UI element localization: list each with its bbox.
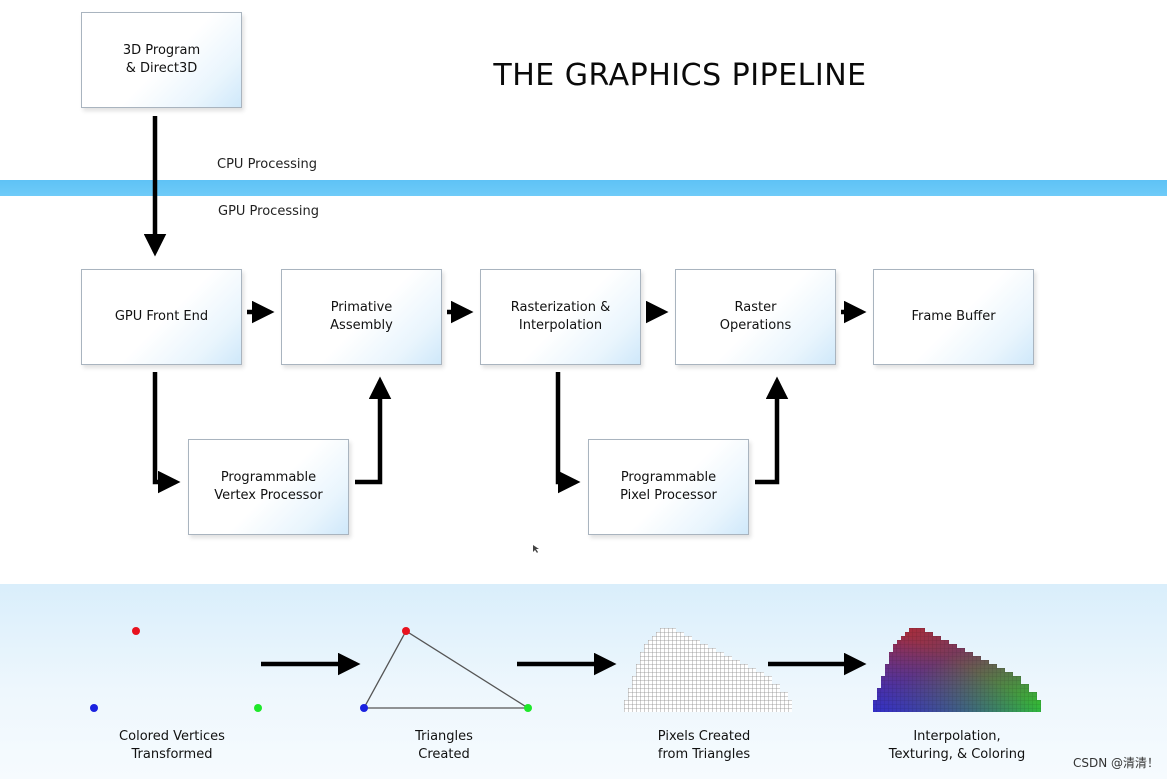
box-primitive-assembly: Primative Assembly [281,269,442,365]
colored-vertices-illustration [90,627,262,712]
cpu-processing-label: CPU Processing [217,157,317,172]
stage-label-colored-vertices: Colored Vertices Transformed [119,729,225,762]
red-vertex [132,627,140,635]
blue-vertex [90,704,98,712]
triangle-illustration [360,627,532,712]
box-frame-buffer: Frame Buffer [873,269,1034,365]
box-programmable-vertex-processor: Programmable Vertex Processor [188,439,349,535]
cpu-gpu-boundary-band [0,180,1167,196]
gpu-processing-label: GPU Processing [218,204,319,219]
watermark: CSDN @清清！ [1072,756,1159,770]
stage-label-triangles: Triangles Created [415,729,473,762]
arrow-rasterization-to-pixel-processor [555,372,581,494]
pipeline-arrows [143,116,867,494]
pixel-grid-triangle-illustration [624,628,792,712]
box-gpu-front-end: GPU Front End [81,269,242,365]
box-3d-program: 3D Program & Direct3D [81,12,242,108]
green-vertex [254,704,262,712]
stage-label-pixels: Pixels Created from Triangles [657,729,751,762]
stage-label-interpolation: Interpolation, Texturing, & Coloring [888,729,1026,762]
page-title: THE GRAPHICS PIPELINE [493,58,867,93]
box-programmable-pixel-processor: Programmable Pixel Processor [588,439,749,535]
arrow-vertex-processor-to-assembly [355,376,392,485]
arrow-front-end-to-vertex-processor [152,372,181,494]
shaded-triangle-illustration [873,628,1041,712]
box-rasterization-interpolation: Rasterization & Interpolation [480,269,641,365]
arrow-pixel-processor-to-raster-ops [755,376,789,485]
cursor-icon [533,545,539,553]
box-raster-operations: Raster Operations [675,269,836,365]
